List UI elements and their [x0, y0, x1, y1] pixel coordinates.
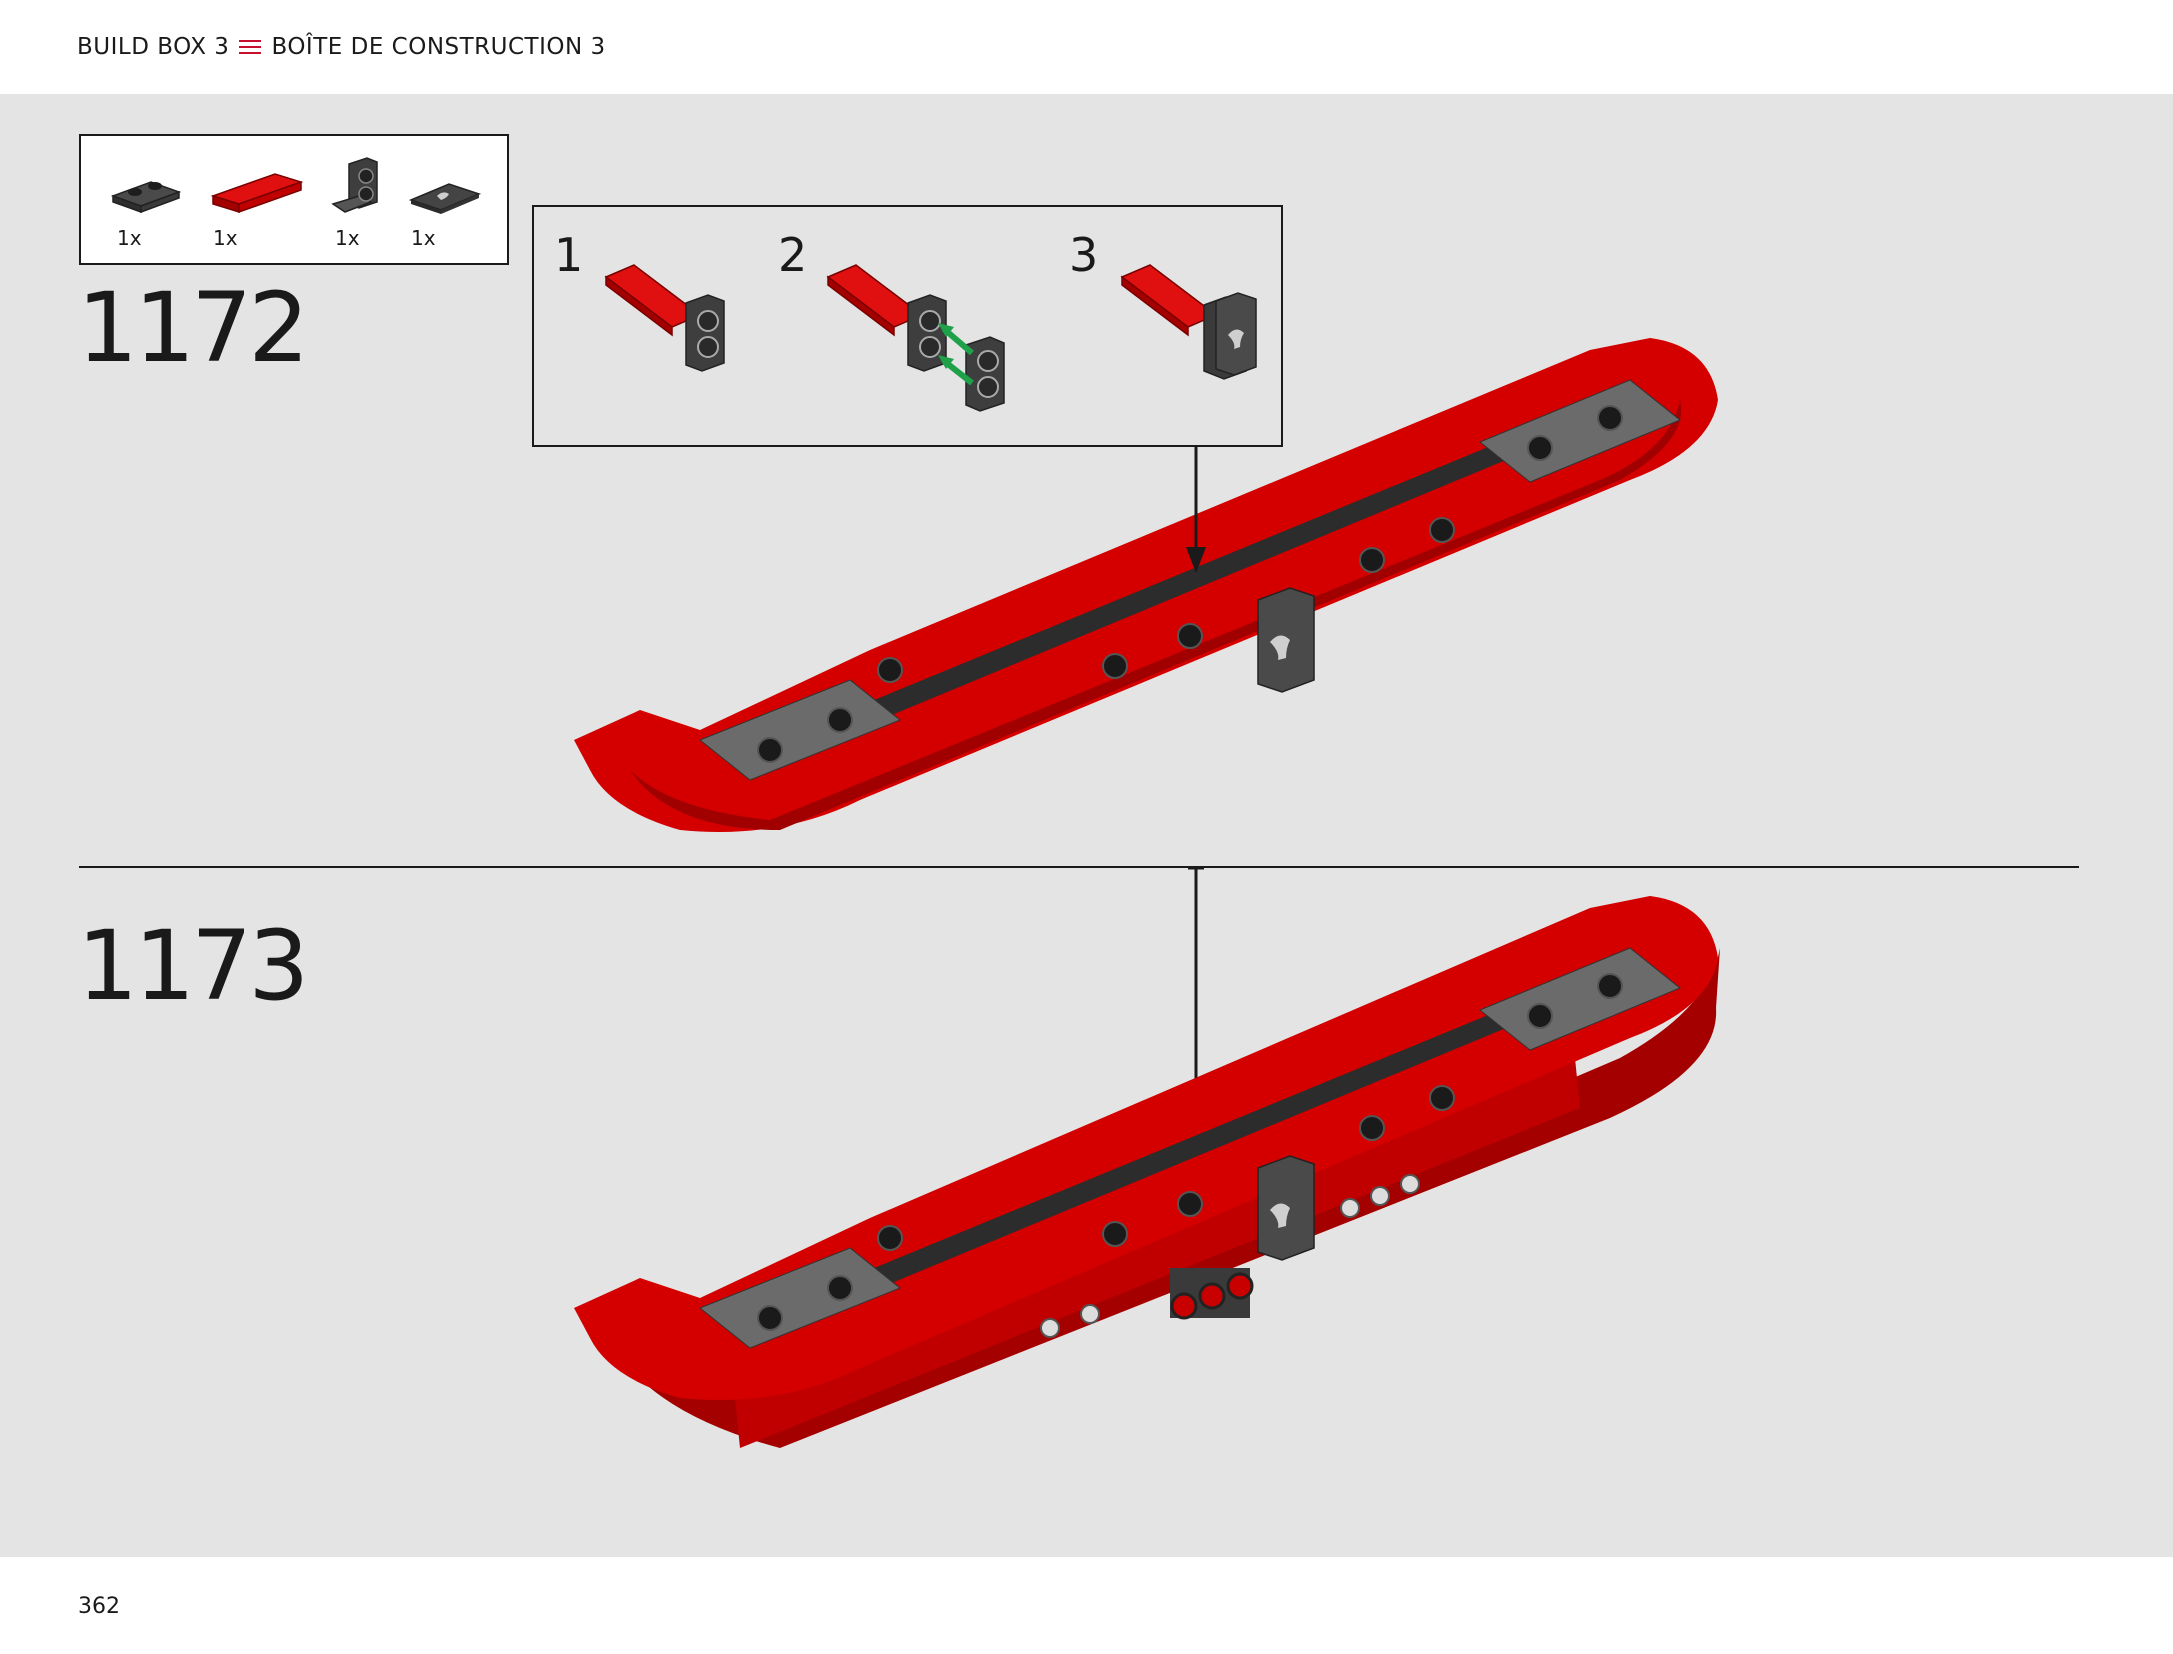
part-qty: 1x: [117, 226, 142, 250]
sub-step-label: 1: [554, 228, 584, 282]
part-qty: 1x: [411, 226, 436, 250]
finished-bracket-tile-icon: [1120, 264, 1257, 380]
dark-gray-plate-1x2-icon: [110, 181, 182, 214]
sub-assembly-callout: 1 2 3: [532, 205, 1283, 447]
sub-step-label: 2: [778, 228, 808, 282]
part-qty: 1x: [213, 226, 238, 250]
dark-gray-bracket-1x2-icon: [331, 157, 378, 213]
page-footer: [0, 1557, 2173, 1654]
step-number-1173: 1173: [77, 910, 309, 1022]
parts-list-box: 1x 1x 1x 1x: [79, 134, 509, 265]
build-box-en: BUILD BOX 3: [77, 34, 230, 60]
build-box-fr: BOÎTE DE CONSTRUCTION 3: [271, 34, 606, 60]
attach-tile-arrow-icon: [826, 264, 1005, 412]
step-number-1172: 1172: [77, 272, 309, 384]
dark-gray-tile-prancing-horse-icon: [408, 183, 482, 214]
red-tile-on-bracket-icon: [604, 264, 725, 372]
build-box-title: BUILD BOX 3 BOÎTE DE CONSTRUCTION 3: [77, 34, 606, 60]
sub-step-label: 3: [1069, 228, 1099, 282]
step-divider: [79, 866, 2079, 868]
separator-lines-icon: [239, 40, 262, 54]
model-step-1173: [574, 896, 1720, 1448]
page-header: BUILD BOX 3 BOÎTE DE CONSTRUCTION 3: [0, 0, 2173, 94]
red-tile-1x4-icon: [210, 173, 304, 214]
page-number: 362: [78, 1594, 120, 1619]
part-qty: 1x: [335, 226, 360, 250]
model-step-1172: [574, 338, 1718, 832]
down-arrow-icon: [1186, 447, 1206, 573]
